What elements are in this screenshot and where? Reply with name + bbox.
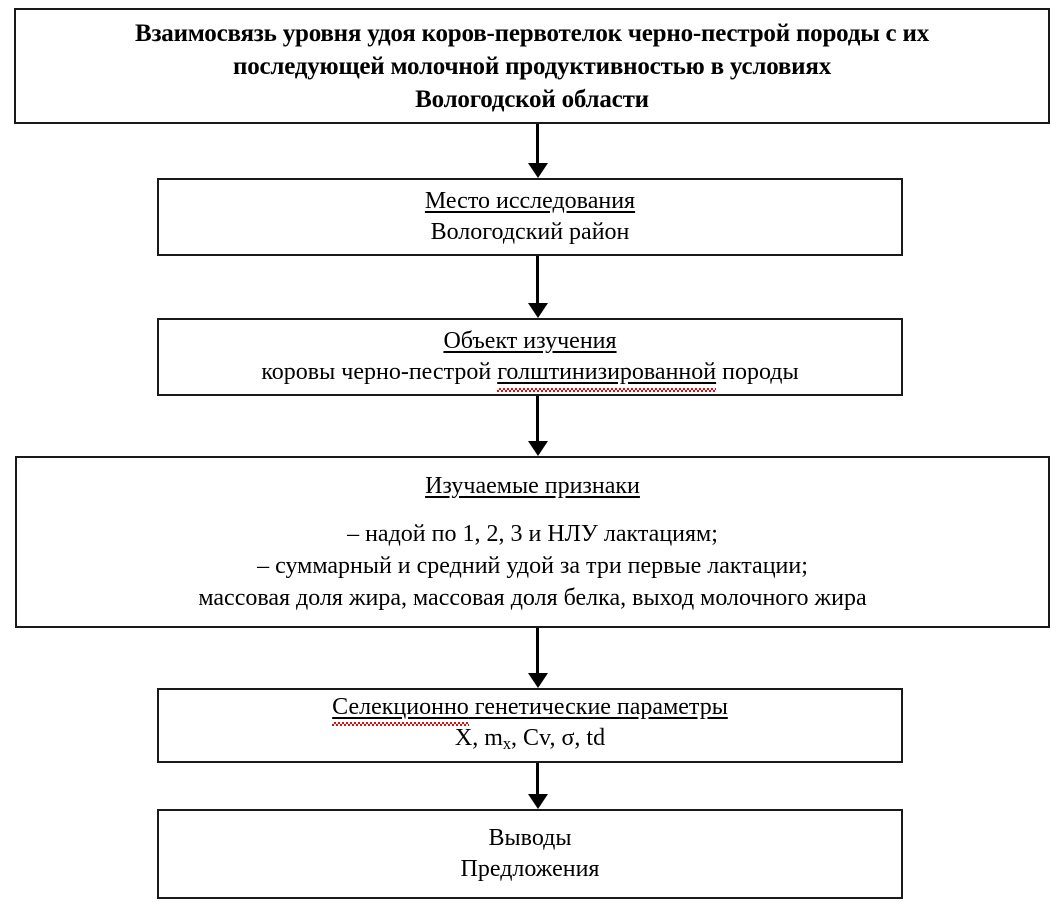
params-heading-rest: генетические параметры <box>468 693 728 720</box>
params-heading-misspelled-word: Селекционно <box>332 693 469 720</box>
place-heading: Место исследования <box>424 188 636 214</box>
params-heading: Селекционно генетические параметры <box>332 692 728 723</box>
place-value: Вологодский район <box>430 219 630 245</box>
arrow-head <box>528 673 548 688</box>
title-line-3: Вологодской области <box>415 85 649 113</box>
arrow-head <box>528 794 548 809</box>
node-place-of-research: Место исследования Вологодский район <box>157 178 903 256</box>
object-value: коровы черно-пестрой голштинизированной … <box>261 357 798 388</box>
traits-item-3: массовая доля жира, массовая доля белка,… <box>198 585 867 611</box>
object-value-misspelled-word: голштинизированной <box>497 359 717 385</box>
object-value-suffix: породы <box>716 359 799 385</box>
object-value-prefix: коровы черно-пестрой <box>261 359 498 385</box>
arrow-head <box>528 163 548 178</box>
connector-params-to-conclusions <box>527 763 549 809</box>
params-formula-subscript: x <box>502 734 512 754</box>
connector-place-to-object <box>527 256 549 318</box>
title-line-1: Взаимосвязь уровня удоя коров-первотелок… <box>134 19 930 47</box>
traits-heading: Изучаемые признаки <box>425 473 640 499</box>
arrow-shaft <box>536 256 539 303</box>
conclusions-line-2: Предложения <box>460 856 600 882</box>
connector-traits-to-params <box>527 628 549 688</box>
object-heading: Объект изучения <box>443 328 617 354</box>
connector-object-to-traits <box>527 396 549 456</box>
arrow-shaft <box>536 628 539 673</box>
arrow-shaft <box>536 396 539 441</box>
arrow-head <box>528 441 548 456</box>
node-title: Взаимосвязь уровня удоя коров-первотелок… <box>14 8 1050 124</box>
arrow-head <box>528 303 548 318</box>
params-formula: X, mx, Cv, σ, td <box>455 723 605 759</box>
traits-item-1: – надой по 1, 2, 3 и НЛУ лактациям; <box>347 521 718 547</box>
params-formula-before: X, m <box>454 724 503 751</box>
connector-title-to-place <box>527 124 549 178</box>
node-object-of-study: Объект изучения коровы черно-пестрой гол… <box>157 318 903 396</box>
arrow-shaft <box>536 124 539 163</box>
params-formula-after: , Cv, σ, td <box>511 724 606 751</box>
node-conclusions: Выводы Предложения <box>157 809 903 899</box>
node-studied-traits: Изучаемые признаки – надой по 1, 2, 3 и … <box>15 456 1050 628</box>
arrow-shaft <box>536 763 539 794</box>
conclusions-line-1: Выводы <box>488 825 572 851</box>
title-line-2: последующей молочной продуктивностью в у… <box>233 52 831 80</box>
node-genetic-parameters: Селекционно генетические параметры X, mx… <box>157 688 903 763</box>
traits-item-2: – суммарный и средний удой за три первые… <box>257 553 808 579</box>
